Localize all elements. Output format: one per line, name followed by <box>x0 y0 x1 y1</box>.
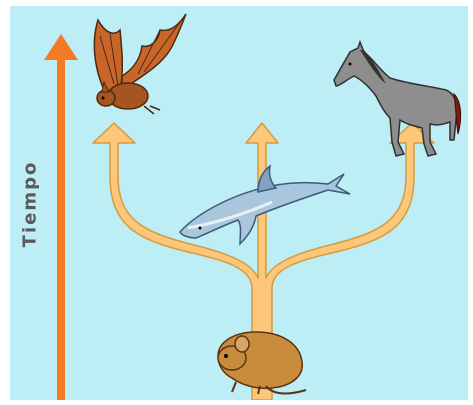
horse-illustration <box>334 42 461 156</box>
rodent-illustration <box>218 332 306 394</box>
bat-illustration <box>94 14 186 114</box>
time-axis-label: Tiempo <box>20 161 41 248</box>
time-arrow <box>44 34 78 400</box>
diagram-canvas <box>10 6 468 400</box>
evolution-diagram: Tiempo <box>10 6 468 400</box>
